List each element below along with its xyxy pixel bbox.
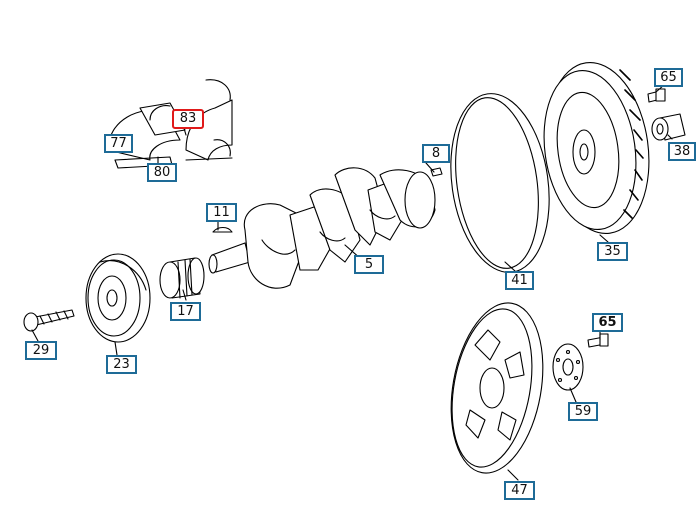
callout-83[interactable]: 83 xyxy=(172,109,204,129)
callout-65-bottom[interactable]: 65 xyxy=(592,313,623,332)
sleeve-part xyxy=(159,257,205,299)
drive-plate-part xyxy=(450,302,544,474)
bolt-29-part xyxy=(23,309,75,332)
bolt-65b-part xyxy=(587,333,609,348)
callout-65-top[interactable]: 65 xyxy=(654,68,683,87)
ring-part xyxy=(450,93,550,273)
callout-23[interactable]: 23 xyxy=(106,355,137,374)
woodruff-key-part xyxy=(212,226,233,233)
disc-part xyxy=(552,343,584,391)
crankshaft-part xyxy=(208,167,436,289)
callout-38[interactable]: 38 xyxy=(668,142,696,161)
callout-29[interactable]: 29 xyxy=(25,341,57,360)
callout-17[interactable]: 17 xyxy=(170,302,201,321)
callout-5[interactable]: 5 xyxy=(354,255,384,274)
callout-35[interactable]: 35 xyxy=(597,242,628,261)
callout-41[interactable]: 41 xyxy=(505,271,534,290)
callout-47[interactable]: 47 xyxy=(504,481,535,500)
callout-77[interactable]: 77 xyxy=(104,134,133,153)
pulley-part xyxy=(85,253,151,343)
flywheel-part xyxy=(543,62,650,234)
bearing-shells-part xyxy=(107,79,233,169)
callout-8[interactable]: 8 xyxy=(422,144,450,163)
bush-part xyxy=(651,113,686,141)
callout-59[interactable]: 59 xyxy=(568,402,598,421)
callout-80[interactable]: 80 xyxy=(147,163,177,182)
key-part xyxy=(430,167,443,177)
callout-11[interactable]: 11 xyxy=(206,203,237,222)
bolt-65-part xyxy=(647,88,666,103)
